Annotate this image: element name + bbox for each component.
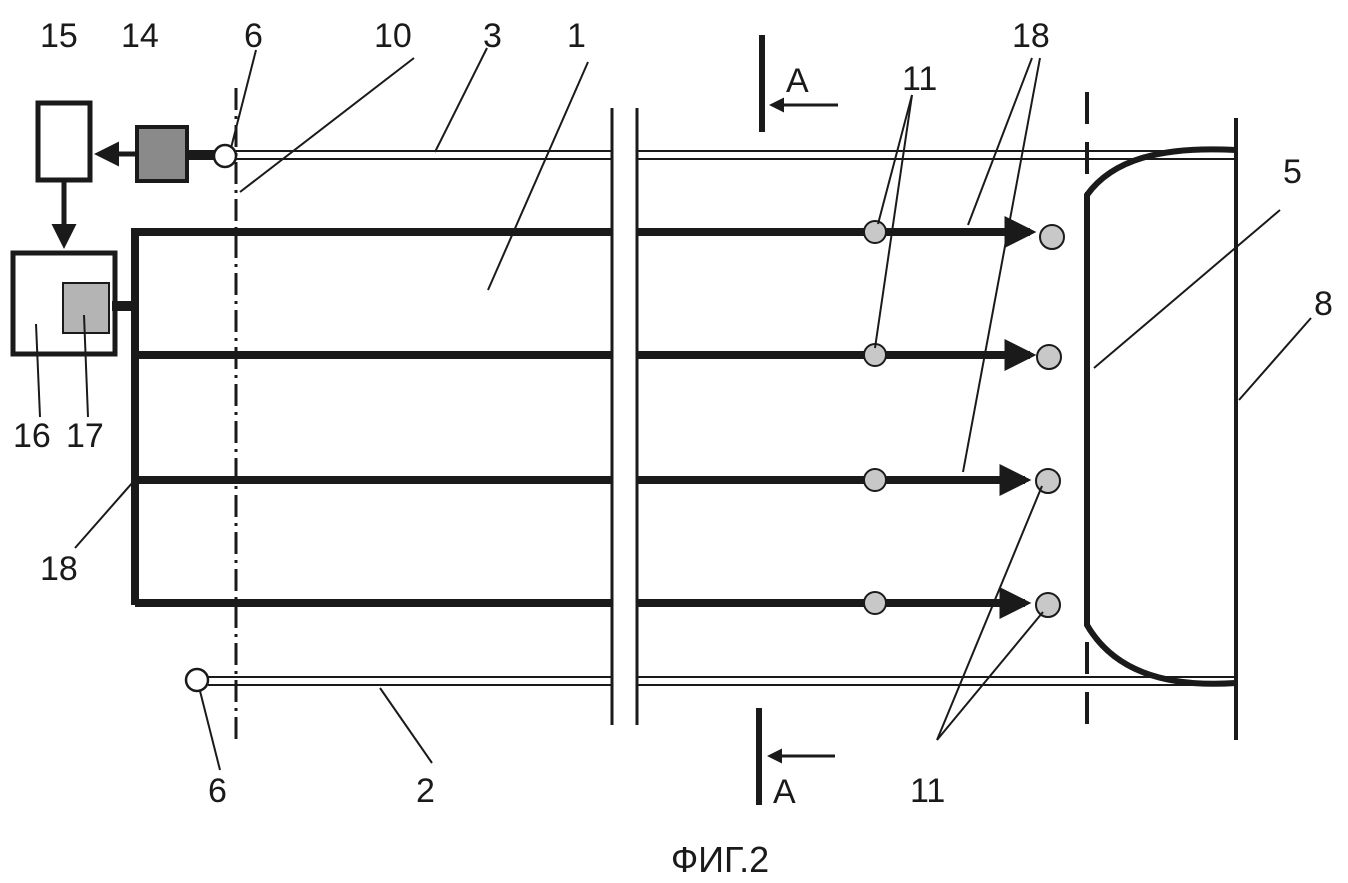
label-5: 5 bbox=[1283, 153, 1302, 191]
unit-17 bbox=[63, 283, 109, 333]
label-8: 8 bbox=[1314, 285, 1333, 323]
label-1: 1 bbox=[567, 17, 586, 55]
label-6-top: 6 bbox=[244, 17, 263, 55]
label-section-bottom: A bbox=[773, 773, 796, 811]
sensor-node bbox=[864, 469, 886, 491]
label-15: 15 bbox=[40, 17, 78, 55]
label-6-bottom: 6 bbox=[208, 772, 227, 810]
break-lines bbox=[612, 108, 637, 725]
sensor-node bbox=[1037, 345, 1061, 369]
hinge-6-bottom bbox=[186, 669, 208, 691]
section-mark-bottom bbox=[759, 708, 835, 805]
label-18-left: 18 bbox=[40, 550, 78, 588]
label-11-bottom: 11 bbox=[910, 772, 945, 810]
label-17: 17 bbox=[66, 417, 104, 455]
label-section-top: A bbox=[786, 62, 809, 100]
sensor-node bbox=[1036, 593, 1060, 617]
sensor-nodes-11 bbox=[864, 221, 1064, 617]
rail-2 bbox=[208, 677, 1235, 685]
label-3: 3 bbox=[483, 17, 502, 55]
label-18-top: 18 bbox=[1012, 17, 1050, 55]
housing-5 bbox=[1087, 149, 1236, 683]
label-10: 10 bbox=[374, 17, 412, 55]
sensor-node bbox=[864, 592, 886, 614]
unit-14 bbox=[137, 127, 187, 181]
label-14: 14 bbox=[121, 17, 159, 55]
callout-labels: 15 14 6 10 3 1 11 18 5 8 16 17 18 6 2 11… bbox=[13, 17, 1333, 811]
label-11-top: 11 bbox=[902, 60, 937, 98]
figure-caption: ФИГ.2 bbox=[671, 839, 769, 880]
label-2: 2 bbox=[416, 772, 435, 810]
pipes-right bbox=[637, 232, 1030, 603]
hinge-6-top bbox=[214, 145, 236, 167]
sensor-node bbox=[864, 221, 886, 243]
sensor-node bbox=[1040, 225, 1064, 249]
pipes-left bbox=[135, 232, 612, 603]
label-16: 16 bbox=[13, 417, 51, 455]
unit-15 bbox=[38, 103, 90, 180]
